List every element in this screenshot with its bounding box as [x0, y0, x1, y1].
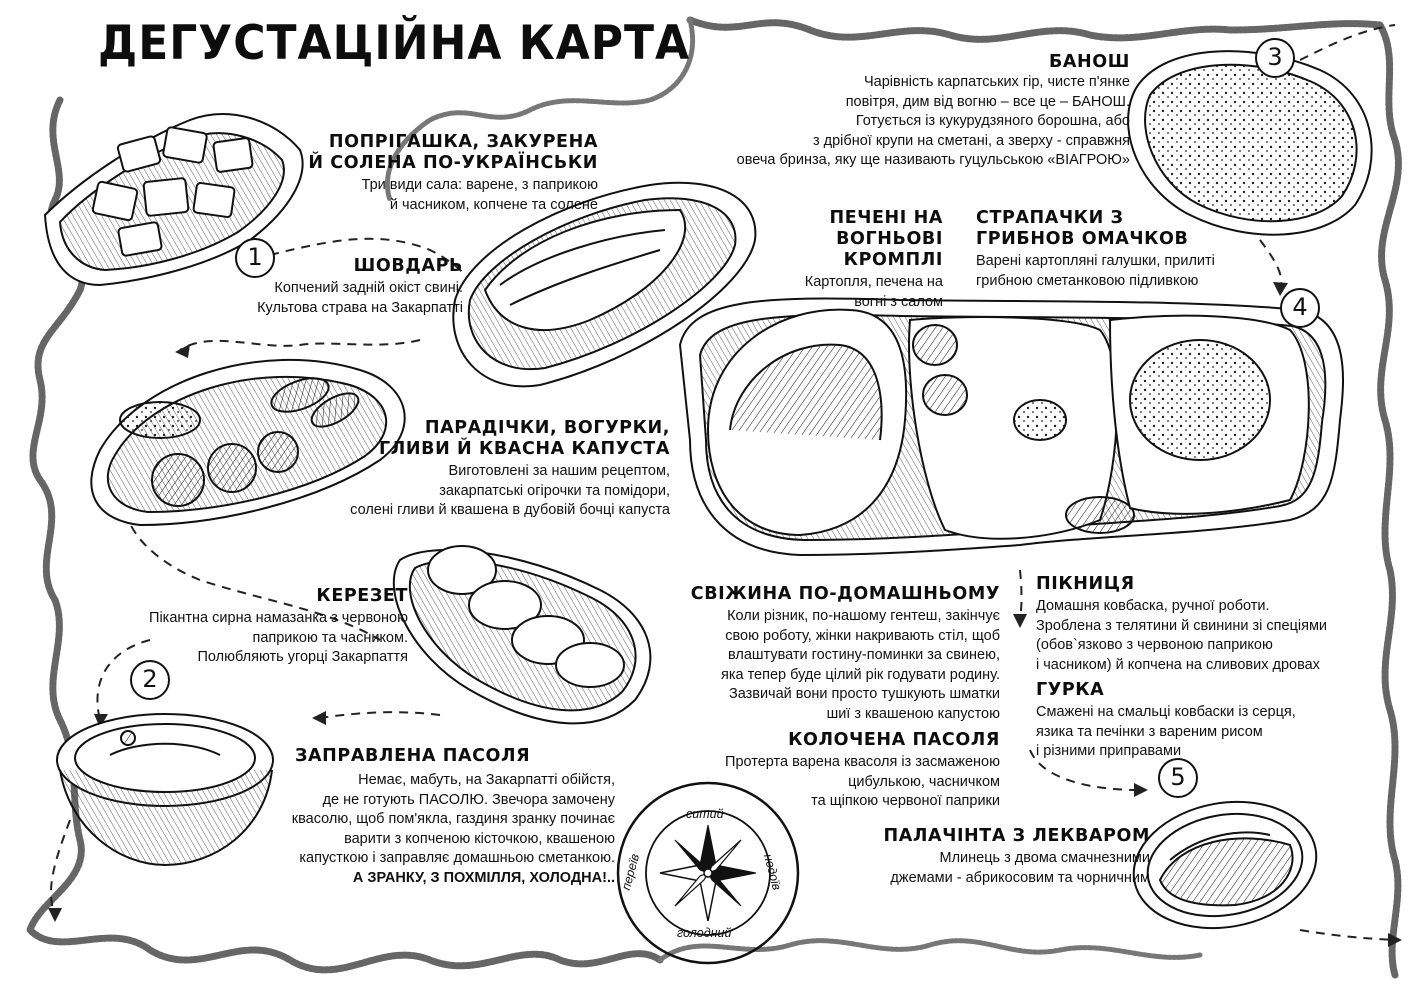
dish-palachinta: ПАЛАЧІНТА З ЛЕКВАРОМ Млинець з двома сма… — [830, 826, 1150, 888]
dish-description: Варені картопляні галушки, прилиті грибн… — [976, 253, 1215, 289]
page-title: ДЕГУСТАЦІЙНА КАРТА — [98, 15, 691, 72]
dish-name: ПЕЧЕНІ НА — [829, 208, 943, 228]
dish-description: Копчений задній окіст свині. Культова ст… — [257, 280, 463, 316]
dish-piknytsia: ПІКНИЦЯ Домашня ковбаска, ручної роботи.… — [1036, 574, 1376, 675]
dish-illustration-big-board — [678, 297, 1345, 557]
dish-illustration-banosh — [1127, 50, 1373, 236]
dish-svizhyna: СВІЖИНА ПО-ДОМАШНЬОМУ Коли різник, по-на… — [650, 584, 1000, 724]
step-marker-4: 4 — [1280, 288, 1320, 328]
dish-name: СТРАПАЧКИ З — [976, 208, 1124, 228]
dish-description: Домашня ковбаска, ручної роботи. Зроблен… — [1036, 598, 1328, 673]
dish-name: ПІКНИЦЯ — [1036, 574, 1135, 594]
dish-description: Смажені на смальці ковбаски із серця, яз… — [1036, 704, 1296, 759]
dish-description: Картопля, печена на вогні з салом — [804, 274, 943, 310]
dish-description: Млинець з двома смачнезними джемами - аб… — [890, 850, 1150, 886]
dish-description: Пікантна сирна намазанка з червоною папр… — [149, 610, 408, 665]
dish-hurka: ГУРКА Смажені на смальці ковбаски із сер… — [1036, 680, 1366, 762]
dish-illustration-pasolia — [56, 713, 274, 867]
dish-paradichky: ПАРАДІЧКИ, ВОГУРКИ, ГЛИВИ Й КВАСНА КАПУС… — [280, 418, 670, 521]
dish-name: Й СОЛЕНА ПО-УКРАЇНСЬКИ — [308, 153, 598, 173]
compass-label-north: ситий — [686, 807, 724, 821]
dish-name: ГУРКА — [1036, 680, 1105, 700]
dish-pasolia: ЗАПРАВЛЕНА ПАСОЛЯ Немає, мабуть, на Зака… — [215, 746, 615, 888]
dish-description: Протерта варена квасоля із засмаженою ци… — [725, 754, 1000, 809]
dish-description: Три види сала: варене, з паприкою й часн… — [361, 177, 598, 213]
step-marker-1: 1 — [235, 238, 275, 278]
dish-name: ПАРАДІЧКИ, ВОГУРКИ, — [424, 418, 670, 438]
dish-pecheni: ПЕЧЕНІ НА ВОГНЬОВІ КРОМПЛІ Картопля, печ… — [735, 208, 943, 312]
dish-name: СВІЖИНА ПО-ДОМАШНЬОМУ — [690, 584, 1000, 604]
dish-name: КОЛОЧЕНА ПАСОЛЯ — [788, 730, 1000, 750]
dish-name: ГЛИВИ Й КВАСНА КАПУСТА — [379, 439, 670, 459]
dish-description-emphasis: А ЗРАНКУ, З ПОХМІЛЛЯ, ХОЛОДНА!.. — [352, 869, 615, 886]
dish-poprigashka: ПОПРІГАШКА, ЗАКУРЕНА Й СОЛЕНА ПО-УКРАЇНС… — [300, 132, 598, 215]
dish-illustration-shovdar — [452, 181, 757, 388]
dish-illustration-kerezet — [392, 545, 652, 725]
dish-illustration-pickles — [90, 358, 406, 527]
dish-kerezet: КЕРЕЗЕТ Пікантна сирна намазанка з черво… — [88, 586, 408, 668]
step-marker-2: 2 — [130, 660, 170, 700]
dish-shovdar: ШОВДАРЬ Копчений задній окіст свині. Кул… — [235, 256, 463, 318]
dish-illustration-salo — [43, 113, 304, 287]
dish-illustration-palachinta — [1132, 800, 1318, 930]
dish-name: ГРИБНОВ ОМАЧКОВ — [976, 229, 1189, 249]
compass — [616, 781, 800, 965]
dish-description: Виготовлені за нашим рецептом, закарпатс… — [350, 463, 670, 518]
dish-name: БАНОШ — [1048, 52, 1130, 72]
dish-name: ПАЛАЧІНТА З ЛЕКВАРОМ — [883, 826, 1150, 846]
dish-name: ВОГНЬОВІ КРОМПЛІ — [836, 229, 943, 270]
dish-name: ПОПРІГАШКА, ЗАКУРЕНА — [328, 132, 598, 152]
dish-name: ШОВДАРЬ — [353, 256, 463, 276]
step-marker-3: 3 — [1255, 38, 1295, 78]
dish-name: ЗАПРАВЛЕНА ПАСОЛЯ — [295, 746, 531, 766]
step-marker-5: 5 — [1158, 758, 1198, 798]
dish-banosh: БАНОШ Чарівність карпатських гір, чисте … — [668, 52, 1130, 171]
dish-description: Коли різник, по-нашому гентеш, закінчує … — [720, 608, 1000, 722]
dish-description: Немає, мабуть, на Закарпатті обійстя, де… — [291, 772, 615, 866]
dish-kolochena-pasolia: КОЛОЧЕНА ПАСОЛЯ Протерта варена квасоля … — [660, 730, 1000, 812]
dish-name: КЕРЕЗЕТ — [316, 586, 408, 606]
compass-label-south: голодний — [677, 926, 732, 940]
dish-strapachky: СТРАПАЧКИ З ГРИБНОВ ОМАЧКОВ Варені карто… — [976, 208, 1266, 291]
dish-description: Чарівність карпатських гір, чисте п'янке… — [736, 74, 1130, 168]
